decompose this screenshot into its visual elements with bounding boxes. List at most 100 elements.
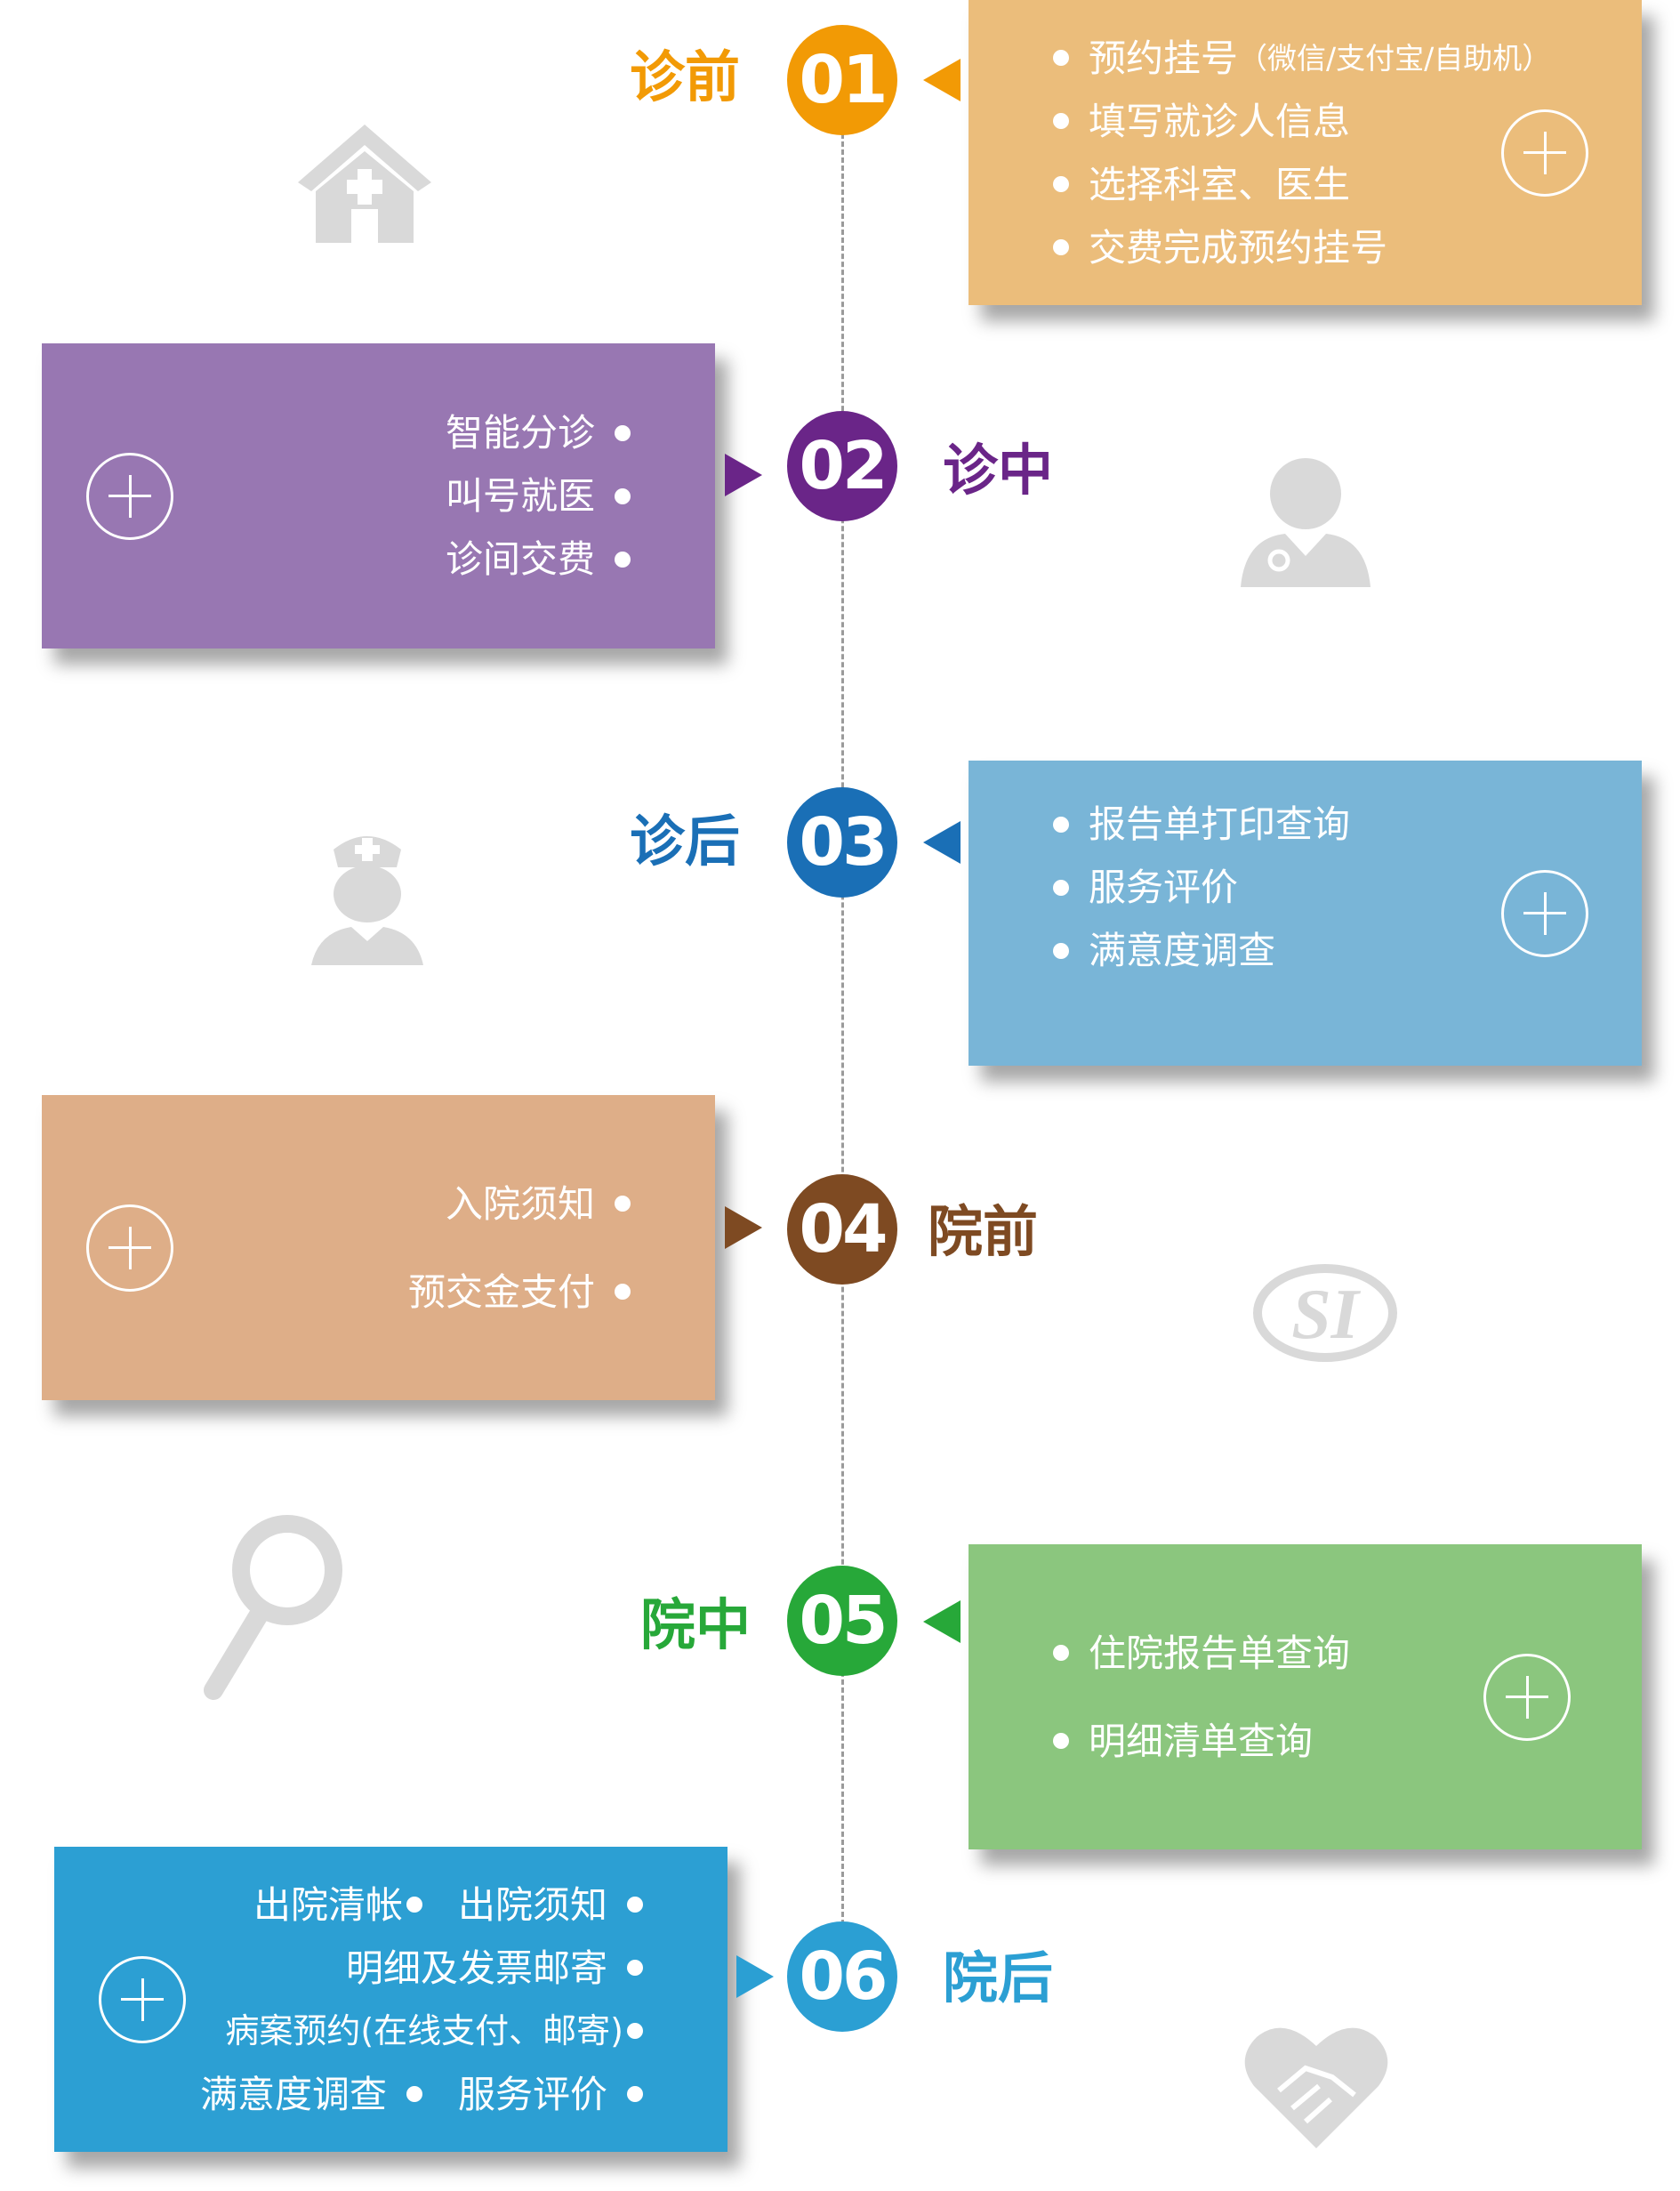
bullet-icon <box>615 1284 631 1300</box>
bullet-icon <box>627 2023 643 2039</box>
item-text: 预交金支付 <box>407 1269 595 1314</box>
list-item: 叫号就医 <box>446 464 631 528</box>
hospital-house-icon <box>298 125 431 243</box>
list-item: 病案预约(在线支付、邮寄) <box>225 2000 643 2063</box>
item-text: 叫号就医 <box>445 474 595 518</box>
item-text: 出院清帐 <box>253 1882 403 1927</box>
list-item: 出院须知 <box>458 1873 643 1937</box>
expand-plus-button[interactable] <box>86 452 173 540</box>
social-insurance-logo-icon: SI <box>1253 1264 1397 1362</box>
bullet-icon <box>1053 176 1069 192</box>
pointer-arrow-icon <box>725 1206 762 1249</box>
list-item: 明细及发票邮寄 <box>346 1937 643 2000</box>
timeline-dashed-line <box>841 133 844 1957</box>
item-text: 服务评价 <box>1089 866 1239 909</box>
stage-label-03: 诊后 <box>630 809 741 874</box>
bullet-icon <box>615 424 631 441</box>
item-text: 服务评价 <box>457 2072 607 2116</box>
pointer-arrow-icon <box>736 1955 774 1998</box>
list-item: 满意度调查 <box>200 2063 422 2126</box>
bullet-icon <box>1053 816 1069 833</box>
expand-plus-button[interactable] <box>99 1955 186 2043</box>
list-item: 诊间交费 <box>446 528 631 591</box>
bullet-icon <box>1053 942 1069 959</box>
stage-card-05: 住院报告单查询 明细清单查询 <box>969 1544 1642 1849</box>
nurse-icon <box>311 836 423 965</box>
item-text: 填写就诊人信息 <box>1089 99 1351 143</box>
stage-number-05: 05 <box>787 1566 897 1676</box>
item-text: 住院报告单查询 <box>1089 1631 1351 1675</box>
bullet-icon <box>627 1897 643 1913</box>
list-item: 明细清单查询 <box>1053 1710 1642 1773</box>
pointer-arrow-icon <box>923 821 961 864</box>
doctor-icon <box>1241 458 1371 587</box>
item-text: 明细及发票邮寄 <box>345 1945 607 1990</box>
bullet-icon <box>627 1960 643 1976</box>
item-text: 交费完成预约挂号 <box>1089 225 1388 270</box>
list-item: 智能分诊 <box>446 401 631 464</box>
list-item: 预交金支付 <box>408 1261 631 1324</box>
item-text: 诊间交费 <box>445 537 595 581</box>
stage-label-04: 院前 <box>928 1199 1039 1264</box>
stage-number-04: 04 <box>787 1174 897 1285</box>
bullet-icon <box>1053 50 1069 66</box>
list-row: 出院清帐 出院须知 <box>253 1873 643 1937</box>
item-text: 入院须知 <box>445 1181 595 1226</box>
list-item: 满意度调查 <box>1053 919 1642 982</box>
bullet-icon <box>1053 239 1069 255</box>
item-text: 智能分诊 <box>445 411 595 455</box>
stage-card-04: 入院须知 预交金支付 <box>42 1095 715 1400</box>
stage-card-01: 预约挂号（微信/支付宝/自助机） 填写就诊人信息 选择科室、医生 交费完成预约挂… <box>969 0 1642 305</box>
bullet-icon <box>1053 1733 1069 1749</box>
list-item: 填写就诊人信息 <box>1053 90 1642 153</box>
list-item: 服务评价 <box>1053 856 1642 919</box>
magnifier-icon <box>204 1515 342 1700</box>
expand-plus-button[interactable] <box>1501 869 1588 957</box>
pointer-arrow-icon <box>923 59 961 101</box>
item-text: 选择科室、医生 <box>1089 162 1351 206</box>
item-text: 明细清单查询 <box>1089 1719 1314 1763</box>
list-item: 选择科室、医生 <box>1053 153 1642 216</box>
item-text: 报告单打印查询 <box>1089 802 1351 846</box>
list-item: 入院须知 <box>446 1172 631 1236</box>
bullet-icon <box>627 2086 643 2102</box>
bullet-icon <box>1053 879 1069 896</box>
svg-text:SI: SI <box>1291 1276 1361 1354</box>
bullet-icon <box>615 551 631 568</box>
expand-plus-button[interactable] <box>1483 1653 1571 1741</box>
list-item: 预约挂号（微信/支付宝/自助机） <box>1053 27 1642 90</box>
bullet-icon <box>406 2086 422 2102</box>
expand-plus-button[interactable] <box>1501 109 1588 197</box>
item-text: 预约挂号 <box>1089 36 1239 80</box>
bullet-icon <box>615 1196 631 1212</box>
stage-card-06: 出院清帐 出院须知 明细及发票邮寄 病案预约(在线支付、邮寄) 满意度调查 服务… <box>54 1847 727 2152</box>
stage-label-06: 院后 <box>943 1945 1054 2010</box>
handshake-heart-icon <box>1244 2027 1388 2148</box>
stage-label-01: 诊前 <box>630 44 741 109</box>
pointer-arrow-icon <box>725 454 762 496</box>
item-note: （微信/支付宝/自助机） <box>1238 40 1552 76</box>
list-item: 交费完成预约挂号 <box>1053 216 1642 279</box>
stage-number-02: 02 <box>787 411 897 521</box>
list-row: 满意度调查 服务评价 <box>200 2063 643 2126</box>
list-item: 出院清帐 <box>253 1873 422 1937</box>
stage-number-01: 01 <box>787 25 897 135</box>
list-item: 服务评价 <box>458 2063 643 2126</box>
pointer-arrow-icon <box>923 1600 961 1643</box>
expand-plus-button[interactable] <box>86 1204 173 1292</box>
stage-number-06: 06 <box>787 1921 897 2032</box>
item-text: 满意度调查 <box>1089 929 1276 972</box>
list-item: 报告单打印查询 <box>1053 793 1642 856</box>
stage-card-03: 报告单打印查询 服务评价 满意度调查 <box>969 761 1642 1066</box>
stage-label-05: 院中 <box>640 1592 752 1657</box>
bullet-icon <box>615 487 631 504</box>
item-text: 病案预约(在线支付、邮寄) <box>225 2010 623 2050</box>
item-text: 满意度调查 <box>199 2072 387 2116</box>
bullet-icon <box>1053 1645 1069 1661</box>
list-item: 住院报告单查询 <box>1053 1622 1642 1685</box>
stage-card-02: 智能分诊 叫号就医 诊间交费 <box>42 343 715 648</box>
bullet-icon <box>1053 113 1069 129</box>
stage-number-03: 03 <box>787 787 897 898</box>
bullet-icon <box>406 1897 422 1913</box>
stage-label-02: 诊中 <box>943 438 1054 503</box>
